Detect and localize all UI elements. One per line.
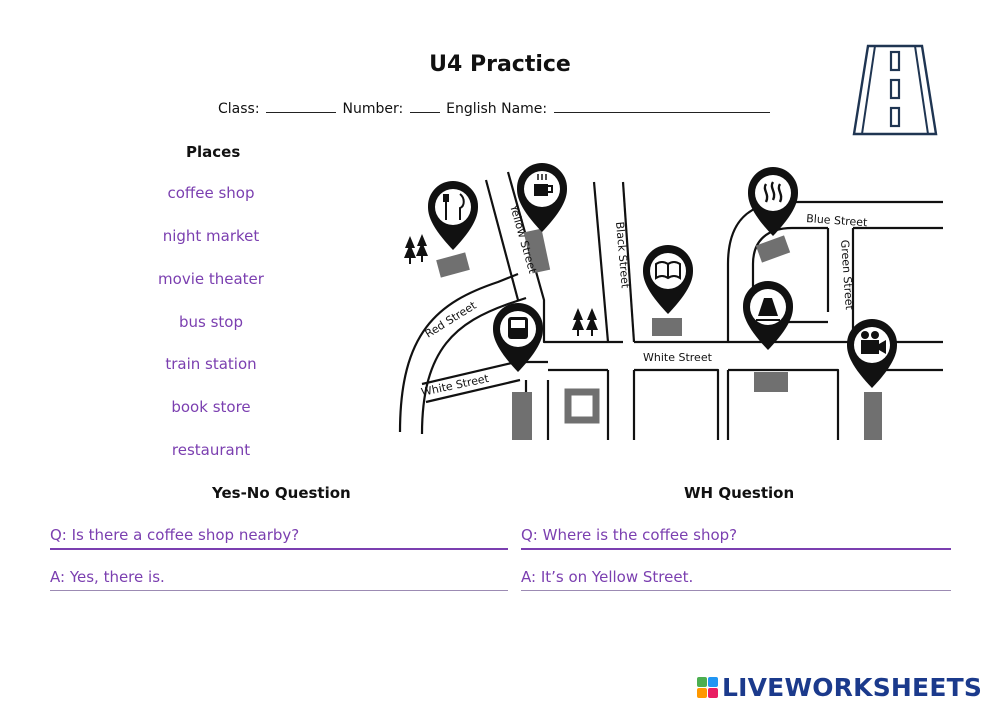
street-label: Black Street [613,221,632,289]
place-option[interactable]: book store [171,398,251,416]
town-map: Yellow Street Black Street Blue Street G… [398,163,943,440]
street-label: White Street [643,351,713,364]
place-option[interactable]: night market [162,227,260,245]
english-name-label: English Name: [446,101,548,117]
road-icon [852,44,938,136]
place-option[interactable]: coffee shop [167,184,255,202]
yes-no-answer-field[interactable]: A: Yes, there is. [50,568,508,591]
place-option[interactable]: restaurant [171,441,251,459]
wh-question-field[interactable]: Q: Where is the coffee shop? [521,526,951,550]
class-label: Class: [218,101,260,117]
wh-answer-field[interactable]: A: It’s on Yellow Street. [521,568,951,591]
wh-heading: WH Question [684,484,795,502]
english-name-blank[interactable] [553,98,770,113]
number-label: Number: [342,101,404,117]
yes-no-heading: Yes-No Question [212,484,351,502]
yes-no-question-field[interactable]: Q: Is there a coffee shop nearby? [50,526,508,550]
class-blank[interactable] [266,98,337,113]
street-label: Blue Street [806,212,869,229]
street-label: Green Street [838,239,856,311]
logo-squares-icon [697,676,718,698]
place-option[interactable]: bus stop [178,313,243,331]
brand-name: LIVEWORKSHEETS [722,672,983,702]
places-heading: Places [186,143,241,161]
liveworksheets-logo: LIVEWORKSHEETS [697,672,982,702]
place-option[interactable]: train station [165,355,257,373]
page-title: U4 Practice [429,52,571,77]
student-info-line: Class: Number: English Name: [218,98,772,117]
number-blank[interactable] [409,98,440,113]
place-option[interactable]: movie theater [158,270,264,288]
